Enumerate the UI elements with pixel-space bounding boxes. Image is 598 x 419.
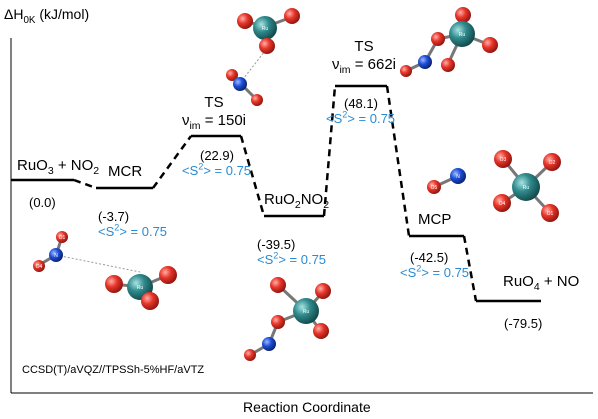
oxygen-atom [33, 260, 45, 272]
s2-ts1: <S2> = 0.75 [182, 161, 252, 178]
svg-text:O3: O3 [500, 157, 507, 163]
energy-value-mcr: (-3.7) [98, 209, 130, 224]
svg-text:O2: O2 [549, 160, 556, 166]
nitrogen-atom [49, 248, 63, 262]
s2-mcr: <S2> = 0.75 [98, 222, 168, 239]
state-label-ts2: TS νim = 662i [331, 38, 397, 76]
state-label-ts1: TS νim = 150i [181, 94, 247, 132]
energy-value-products: (-79.5) [504, 316, 543, 331]
atom-labels: O1 O4 N Ru Ru Ru Ru Ru N O5 O3 O2 O4 O1 [36, 26, 556, 315]
connectors [73, 85, 478, 302]
state-label-reactants: RuO3 + NO2 [17, 157, 100, 177]
state-label-int: RuO2NO2 [264, 191, 330, 211]
svg-text:O4: O4 [499, 201, 506, 207]
energy-value-ts2: (48.1) [344, 96, 378, 111]
svg-text:N: N [54, 253, 58, 259]
svg-text:O1: O1 [59, 235, 66, 241]
svg-text:O1: O1 [547, 211, 554, 217]
energy-value-int: (-39.5) [257, 237, 296, 252]
energy-value-ts1: (22.9) [200, 148, 234, 163]
state-label-mcr: MCR [108, 163, 143, 180]
svg-text:Ru: Ru [262, 26, 269, 32]
energy-levels [11, 84, 541, 303]
oxygen-atom [105, 275, 123, 293]
svg-text:Ru: Ru [303, 309, 310, 315]
s2-mcp: <S2> = 0.75 [400, 263, 470, 280]
molecule-mcr [33, 231, 177, 310]
s2-int: <S2> = 0.75 [257, 250, 327, 267]
svg-text:O5: O5 [431, 185, 438, 191]
svg-text:Ru: Ru [523, 185, 530, 191]
y-axis-label: ΔH0K (kJ/mol) [4, 6, 90, 26]
svg-text:O4: O4 [36, 264, 43, 270]
molecule-int [244, 277, 331, 361]
method-label: CCSD(T)/aVQZ//TPSSh-5%HF/aVTZ [22, 364, 205, 376]
molecule-ts1 [226, 8, 300, 106]
molecule-mcp [427, 150, 561, 222]
state-label-mcp: MCP [418, 211, 452, 228]
x-axis-label: Reaction Coordinate [243, 399, 371, 415]
molecule-ts2 [400, 7, 498, 77]
oxygen-atom [56, 231, 68, 243]
energy-value-reactants: (0.0) [29, 195, 56, 210]
svg-text:Ru: Ru [459, 32, 466, 38]
oxygen-atom [141, 292, 159, 310]
energy-value-mcp: (-42.5) [410, 250, 449, 265]
state-label-products: RuO4 + NO [503, 273, 580, 293]
svg-text:N: N [456, 174, 460, 180]
s2-ts2: <S2> = 0.75 [326, 109, 396, 126]
svg-text:Ru: Ru [137, 285, 144, 291]
oxygen-atom [159, 266, 177, 284]
